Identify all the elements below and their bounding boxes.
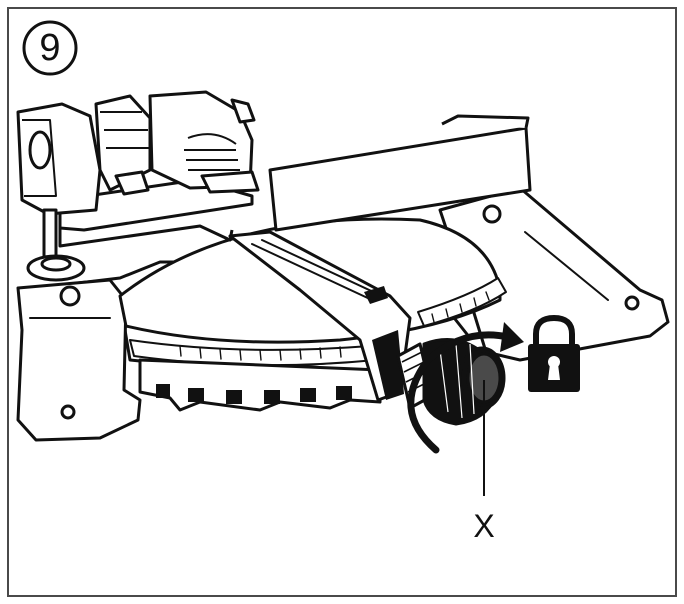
clockwise-arrow-icon [407,322,524,454]
saw-head [16,90,260,282]
saw-base [16,186,670,442]
right-fence [268,126,532,232]
base-underside [138,358,382,412]
left-foot [16,278,142,442]
miter-lock-knob [396,338,506,426]
clamp-post [42,208,58,262]
left-foot-hole [60,404,76,420]
kerf-slot [251,239,383,301]
fence [58,114,532,248]
callout-label-x: X [473,508,495,544]
step-number: 9 [39,27,61,69]
right-miter-scale [417,277,507,327]
right-base-extension [438,186,670,362]
right-foot-hole [624,295,640,311]
step-number-circle [22,20,78,76]
padlock-icon [528,314,580,392]
left-mount-hole [59,285,81,307]
right-mount-hole [482,204,502,224]
